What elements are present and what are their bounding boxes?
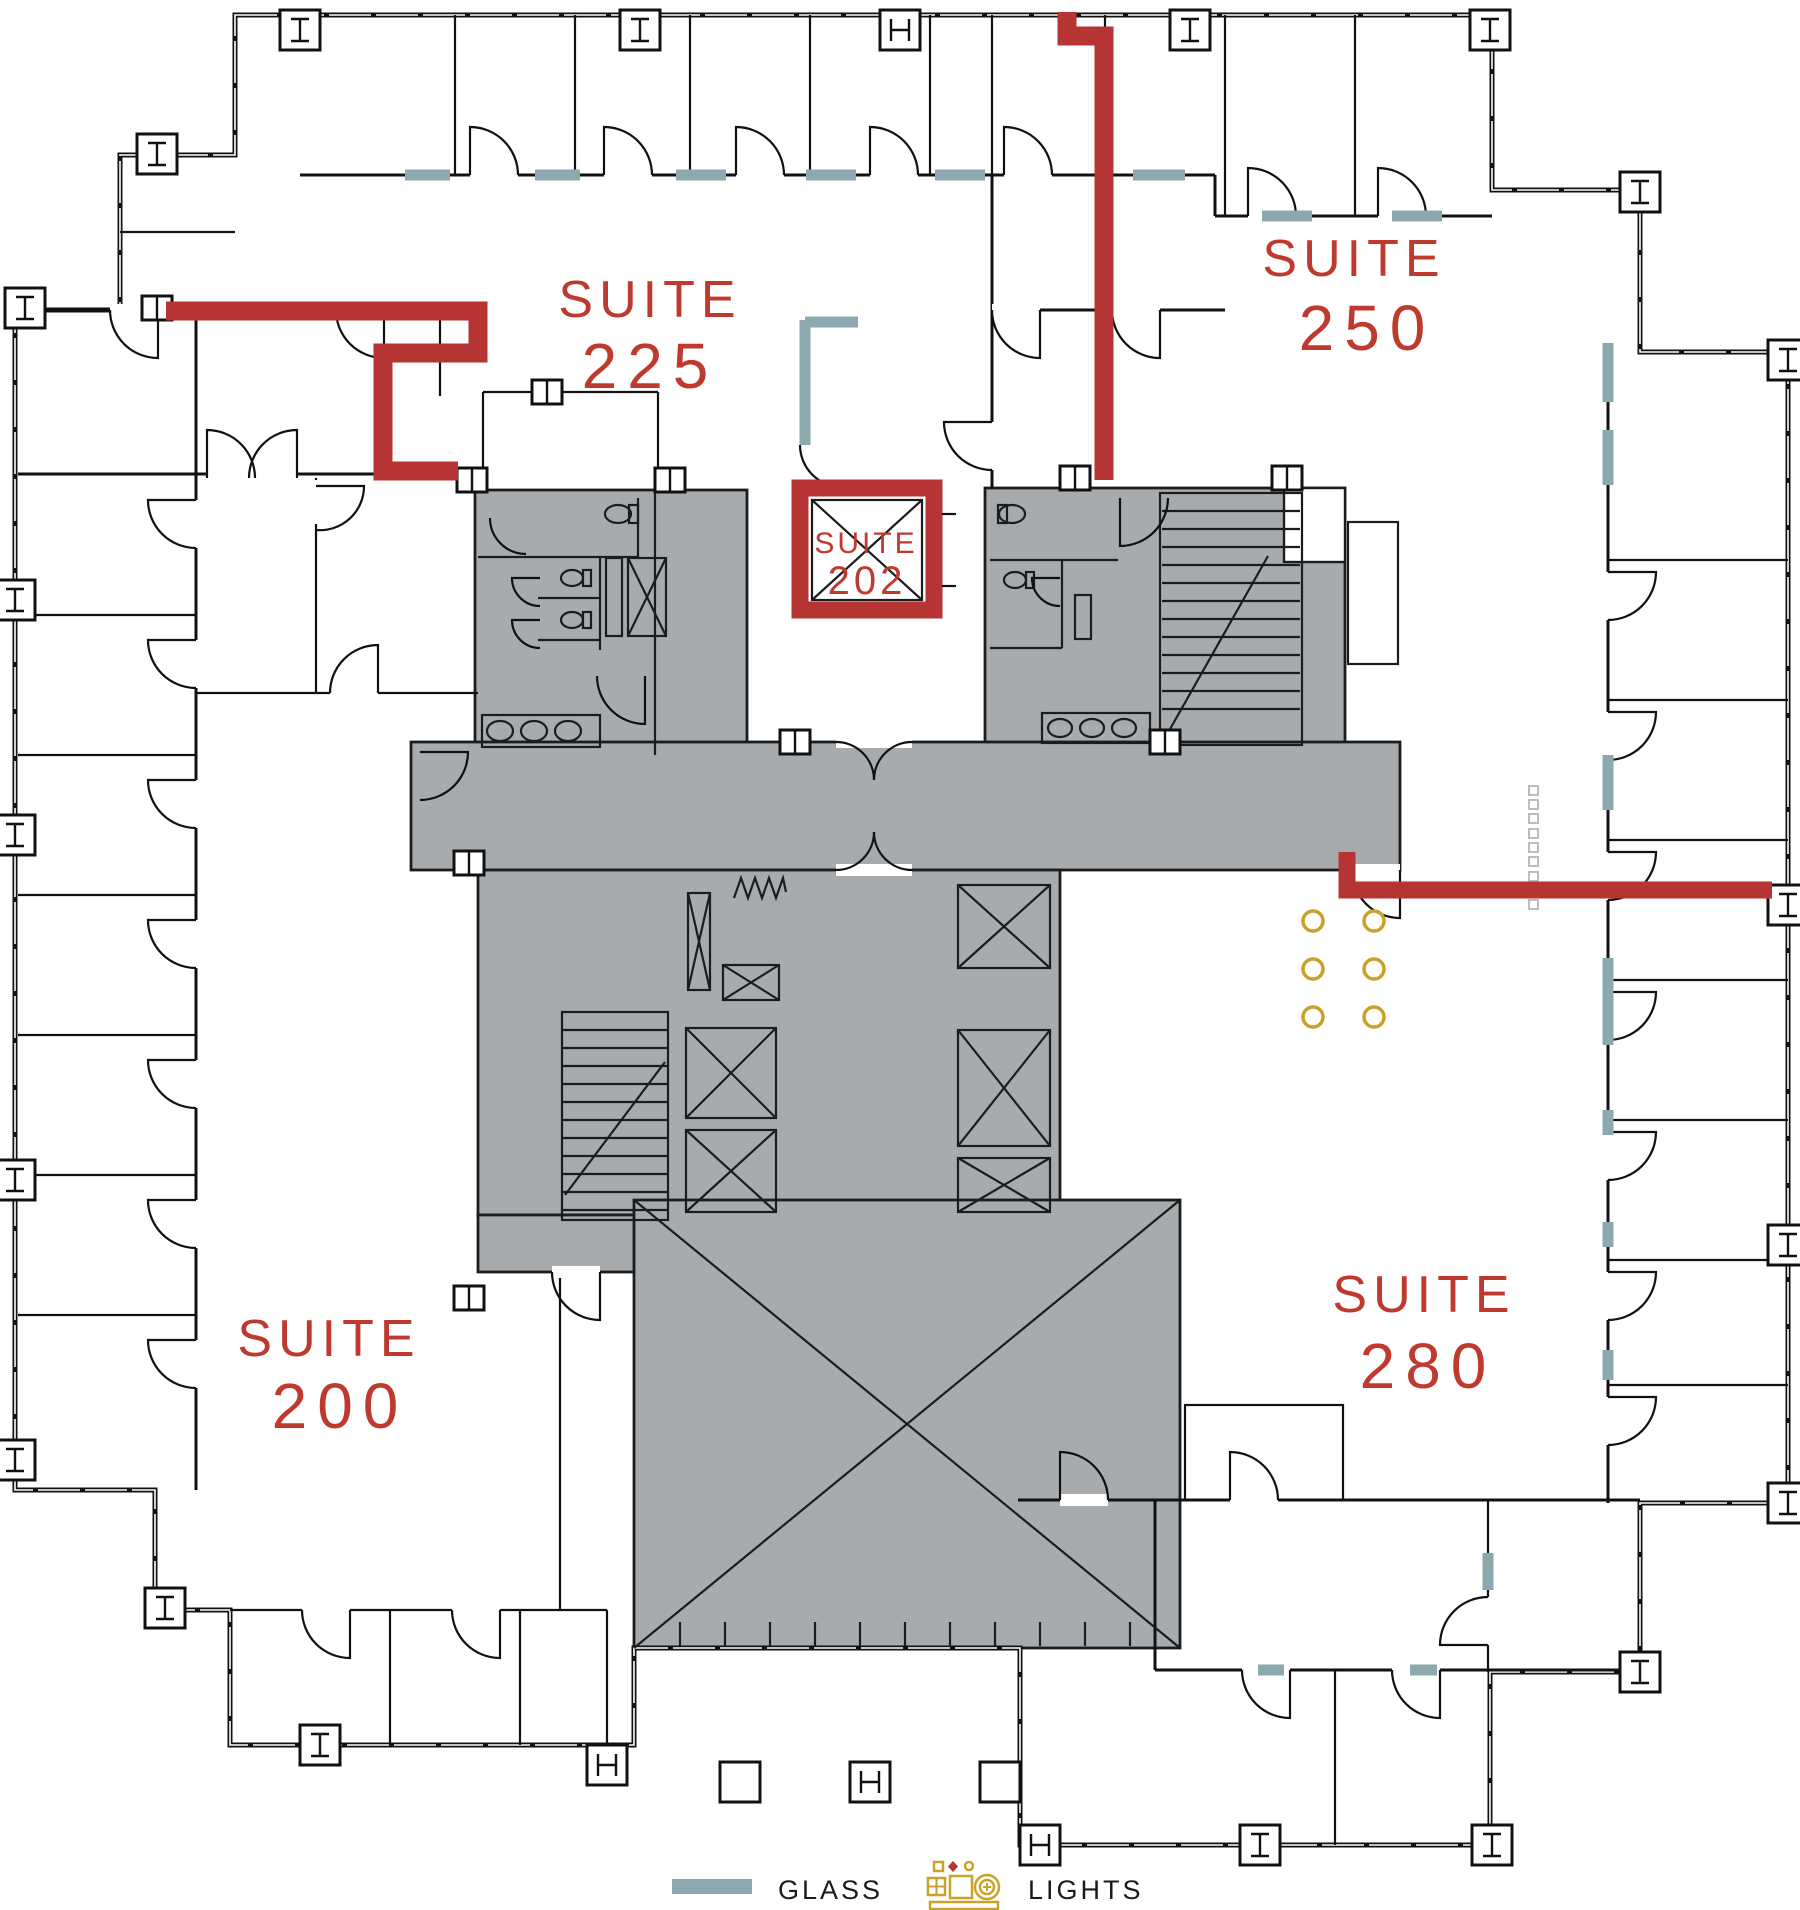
recessed-light-icons (1301, 909, 1386, 1029)
legend: GLASS LIGHTS (672, 1860, 1144, 1910)
suite-202-label: SUITE 202 (814, 527, 917, 603)
suite-250-word: SUITE (1262, 230, 1445, 288)
core-arm-south-west (476, 1213, 642, 1274)
suite-200-label: SUITE 200 (237, 1310, 420, 1442)
suite-202-boundary (791, 479, 943, 619)
glass-swatch (672, 1879, 752, 1894)
suite-225-number: 225 (582, 330, 719, 402)
core-details (478, 490, 1304, 1649)
suite-250-label: SUITE 250 (1262, 230, 1445, 364)
legend-glass-label: GLASS (778, 1875, 883, 1905)
suite-225-word: SUITE (558, 271, 741, 329)
legend-glass-item: GLASS (672, 1875, 883, 1905)
elevator-bank-east (956, 883, 1052, 1214)
suite-202-room (810, 498, 956, 602)
elevator-bank-west (684, 1026, 778, 1214)
shafts (686, 873, 788, 1002)
suite-225-boundary (166, 301, 488, 481)
legend-lights-item: LIGHTS (926, 1860, 1144, 1910)
suite-280-number: 280 (1360, 1330, 1497, 1402)
door-arcs (108, 125, 1658, 1720)
suite-202-number: 202 (828, 559, 907, 603)
core-corridor (409, 740, 1402, 872)
lights-icon (926, 1860, 1001, 1910)
suite-250-boundary (1057, 12, 1114, 480)
core-elevator-lobby (476, 868, 1062, 1217)
lights-icon-diamond (948, 1861, 958, 1872)
restroom-west (478, 490, 668, 755)
door-gaps (110, 169, 1614, 1676)
suite-200-word: SUITE (237, 1310, 420, 1368)
suite-280-label: SUITE 280 (1332, 1266, 1515, 1402)
suite-200-number: 200 (272, 1370, 409, 1442)
stair-west (560, 1010, 670, 1222)
suite-250-number: 250 (1299, 292, 1436, 364)
restroom-east (990, 503, 1152, 745)
hvac-coil-symbol (732, 873, 788, 902)
suite-225-label: SUITE 225 (558, 271, 741, 402)
legend-lights-label: LIGHTS (1028, 1875, 1144, 1905)
suite-280-boundary (1338, 852, 1772, 899)
stair-east (1158, 491, 1304, 747)
suite-boundary-highlights (166, 12, 1772, 899)
suite-280-word: SUITE (1332, 1266, 1515, 1324)
suite-labels: SUITE 225 SUITE 250 SUITE 202 SUITE 200 … (237, 230, 1515, 1442)
suite-202-word: SUITE (814, 527, 917, 560)
atrium-markings (633, 1199, 1181, 1649)
glass-segments (405, 169, 1614, 1676)
core-notch (1282, 486, 1347, 564)
